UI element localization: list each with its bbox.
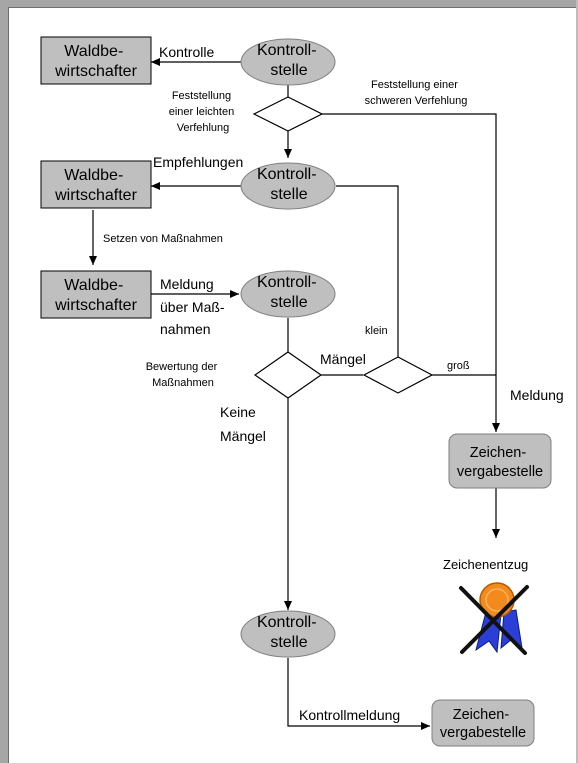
node-label: Zeichen- vergabestelle — [440, 707, 526, 741]
label-line: einer leichten — [169, 106, 234, 118]
node-label-line2: stelle — [270, 634, 307, 651]
node-label: Kontroll- stelle — [257, 274, 321, 311]
edge-ks2-diamond3 — [336, 185, 399, 357]
node-label: Waldbe- wirtschafter — [54, 167, 137, 204]
window-frame-top — [0, 0, 578, 7]
node-label: Waldbe- wirtschafter — [54, 43, 137, 80]
node-label: Waldbe- wirtschafter — [54, 277, 137, 314]
node-label-line2: stelle — [270, 186, 307, 203]
node-label: Kontroll- stelle — [257, 614, 321, 651]
label-feststellung-leicht: Feststellung einer leichten Verfehlung — [169, 90, 238, 134]
label-line: nahmen — [160, 321, 211, 337]
label-klein: klein — [365, 325, 388, 337]
decision-diamond-verfehlung — [252, 96, 324, 132]
node-kontrollstelle-4: Kontroll- stelle — [240, 610, 336, 658]
label-keine-maengel: Keine Mängel — [220, 404, 266, 444]
decision-diamonds — [252, 96, 434, 399]
label-kontrollmeldung: Kontrollmeldung — [299, 707, 400, 723]
label-line: Feststellung — [172, 90, 231, 102]
node-kontrollstelle-3: Kontroll- stelle — [240, 270, 336, 318]
label-line: schweren Verfehlung — [365, 95, 468, 107]
label-kontrolle: Kontrolle — [159, 44, 214, 60]
label-line: Meldung — [160, 276, 214, 292]
node-zeichenvergabestelle-1: Zeichen- vergabestelle — [448, 433, 552, 489]
node-label-line2: vergabestelle — [457, 464, 543, 480]
decision-diamond-bewertung — [253, 351, 323, 399]
node-waldbewirtschafter-3: Waldbe- wirtschafter — [40, 270, 152, 319]
node-label-line2: wirtschafter — [54, 187, 137, 204]
label-zeichenentzug: Zeichenentzug — [443, 557, 528, 572]
label-feststellung-schwer: Feststellung einer schweren Verfehlung — [365, 79, 468, 107]
label-line: Verfehlung — [177, 122, 230, 134]
label-line: über Maß- — [160, 299, 225, 315]
node-label-line2: stelle — [270, 62, 307, 79]
node-kontrollstelle-2: Kontroll- stelle — [240, 162, 336, 210]
edge-kontrollmeldung — [287, 658, 430, 730]
revoked-award-seal-icon — [459, 582, 529, 655]
node-label-line1: Kontroll- — [257, 42, 317, 59]
connectors — [89, 58, 500, 730]
label-line: Bewertung der — [146, 361, 218, 373]
node-kontrollstelle-1: Kontroll- stelle — [240, 38, 336, 86]
node-label-line1: Kontroll- — [257, 274, 317, 291]
label-line: Mängel — [220, 428, 266, 444]
window-frame-right — [576, 0, 578, 763]
node-waldbewirtschafter-1: Waldbe- wirtschafter — [40, 36, 152, 85]
canvas-border — [8, 7, 576, 763]
label-setzen-massnahmen: Setzen von Maßnahmen — [103, 233, 223, 245]
node-waldbewirtschafter-2: Waldbe- wirtschafter — [40, 160, 152, 209]
node-label-line1: Kontroll- — [257, 614, 317, 631]
node-label: Kontroll- stelle — [257, 42, 321, 79]
node-label: Zeichen- vergabestelle — [457, 445, 543, 480]
decision-diamond-maengel — [362, 356, 434, 394]
node-label-line1: Zeichen- — [470, 445, 527, 461]
window-frame-left — [0, 0, 8, 763]
label-meldung-massnahmen: Meldung über Maß- nahmen — [160, 276, 228, 337]
label-meldung: Meldung — [510, 387, 564, 403]
edge-schwere-verfehlung — [322, 113, 500, 432]
label-line: Feststellung einer — [371, 79, 458, 91]
label-empfehlungen: Empfehlungen — [153, 154, 243, 170]
label-line: Keine — [220, 404, 256, 420]
node-label-line1: Waldbe- — [64, 277, 123, 294]
label-line: Maßnahmen — [152, 377, 214, 389]
node-label-line2: wirtschafter — [54, 63, 137, 80]
label-bewertung: Bewertung der Maßnahmen — [146, 361, 221, 389]
label-gross: groß — [447, 360, 470, 372]
label-maengel: Mängel — [320, 351, 366, 367]
node-label-line1: Kontroll- — [257, 166, 317, 183]
node-label: Kontroll- stelle — [257, 166, 321, 203]
node-label-line1: Zeichen- — [453, 707, 510, 723]
node-label-line2: stelle — [270, 294, 307, 311]
node-label-line2: wirtschafter — [54, 297, 137, 314]
node-label-line1: Waldbe- — [64, 167, 123, 184]
node-zeichenvergabestelle-2: Zeichen- vergabestelle — [431, 699, 535, 747]
node-label-line1: Waldbe- — [64, 43, 123, 60]
node-label-line2: vergabestelle — [440, 725, 526, 741]
